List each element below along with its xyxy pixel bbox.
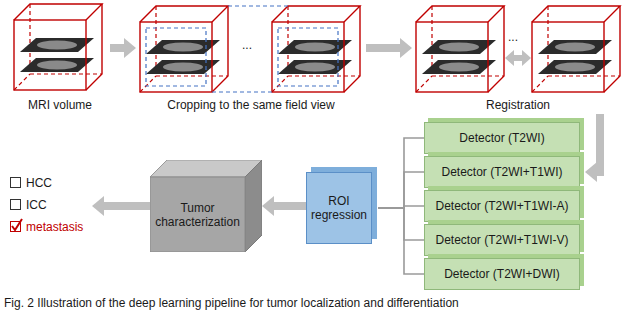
output-arrow bbox=[104, 202, 150, 210]
check-mark bbox=[12, 219, 22, 230]
node-label: Detector (T2WI) bbox=[459, 131, 544, 145]
volume-stage: MRI volume bbox=[10, 2, 110, 114]
bracket-line bbox=[378, 172, 424, 208]
node-label: Registration bbox=[486, 98, 550, 112]
regression-box: ROI regression bbox=[306, 172, 372, 244]
double-arrow bbox=[522, 50, 531, 66]
detector-box: Detector (T2WI+DWI) bbox=[424, 258, 580, 290]
class-option: ICC bbox=[26, 198, 47, 212]
ellipsis: ... bbox=[242, 38, 252, 52]
class-option: HCC bbox=[26, 176, 52, 190]
checkbox bbox=[11, 178, 21, 188]
flow-arrow bbox=[262, 196, 306, 216]
crop-guide bbox=[228, 5, 288, 6]
node-label: Detector (T2WI+T1WI) bbox=[441, 165, 562, 179]
volume-stage: Registration bbox=[412, 2, 624, 114]
mri-cube bbox=[272, 6, 360, 92]
volume-stage: Cropping to the same field view bbox=[136, 2, 366, 114]
double-arrow bbox=[505, 50, 514, 66]
node-label: Detector (T2WI+T1WI-A) bbox=[435, 199, 568, 213]
detector-box: Detector (T2WI+T1WI-A) bbox=[424, 190, 580, 222]
detector-box: Detector (T2WI+T1WI) bbox=[424, 156, 580, 188]
crop-guide bbox=[212, 91, 272, 92]
node-label: Detector (T2WI+DWI) bbox=[444, 267, 560, 281]
node-label: ROI regression bbox=[309, 194, 369, 222]
output-arrow bbox=[92, 196, 104, 216]
flow-arrow bbox=[585, 114, 600, 182]
node-label: Cropping to the same field view bbox=[167, 98, 334, 112]
checkbox bbox=[11, 200, 21, 210]
ellipsis: ... bbox=[508, 30, 518, 44]
node-label: Detector (T2WI+T1WI-V) bbox=[435, 233, 568, 247]
mri-cube bbox=[416, 6, 504, 92]
crop-box bbox=[278, 28, 338, 86]
detector-box: Detector (T2WI+T1WI-V) bbox=[424, 224, 580, 256]
bracket-line bbox=[378, 208, 424, 240]
figure-caption: Fig. 2 Illustration of the deep learning… bbox=[4, 296, 459, 310]
flow-arrow bbox=[366, 38, 412, 58]
mri-cube bbox=[532, 6, 620, 92]
flow-arrow bbox=[110, 38, 136, 58]
node-label: MRI volume bbox=[28, 98, 92, 112]
node-label: Tumor characterization bbox=[153, 201, 242, 229]
detector-box: Detector (T2WI) bbox=[424, 122, 580, 154]
mri-cube bbox=[140, 6, 228, 92]
double-arrow bbox=[513, 55, 523, 61]
bracket-line bbox=[378, 208, 424, 274]
mri-cube bbox=[14, 4, 102, 90]
class-option: metastasis bbox=[26, 220, 83, 234]
crop-box bbox=[146, 28, 206, 86]
bracket-line bbox=[378, 138, 424, 208]
classifier-box: Tumor characterization bbox=[150, 160, 262, 252]
